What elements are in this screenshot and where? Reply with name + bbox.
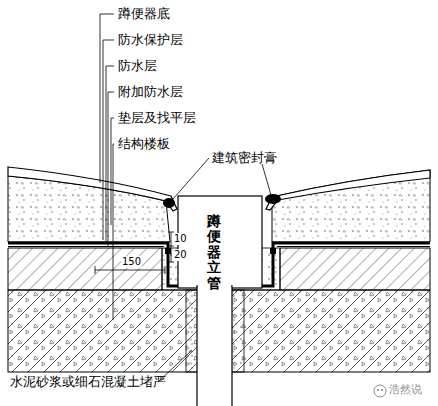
watermark: 浩然说 bbox=[389, 383, 422, 396]
watermark-icon bbox=[374, 385, 386, 397]
part-label: 防水层 bbox=[118, 58, 157, 73]
bowl-bottom bbox=[8, 167, 177, 211]
pipe-lower bbox=[197, 286, 232, 406]
pipe-label: 蹲便器立管 bbox=[207, 214, 221, 291]
waterproof-layer bbox=[262, 243, 430, 286]
sealant bbox=[163, 198, 175, 208]
sealant bbox=[265, 194, 281, 204]
part-label: 蹲便器底 bbox=[118, 6, 170, 21]
leader-lines bbox=[100, 14, 271, 382]
note-label: 水泥砂浆或细石混凝土堵严 bbox=[10, 374, 166, 389]
part-label: 防水保护层 bbox=[118, 32, 183, 47]
sealant-block bbox=[270, 248, 276, 254]
dimension: 10 bbox=[173, 233, 188, 245]
part-label: 建筑密封膏 bbox=[212, 150, 277, 165]
bowl-bottom bbox=[266, 170, 430, 210]
waterproof-layer bbox=[8, 243, 178, 286]
dimension: 20 bbox=[173, 249, 188, 261]
sealant-block bbox=[165, 248, 171, 254]
part-label: 垫层及找平层 bbox=[118, 110, 196, 125]
part-label: 附加防水层 bbox=[118, 84, 183, 99]
dimension: 150 bbox=[121, 256, 142, 268]
part-label: 结构楼板 bbox=[118, 136, 170, 151]
dimension-lines bbox=[95, 232, 174, 274]
